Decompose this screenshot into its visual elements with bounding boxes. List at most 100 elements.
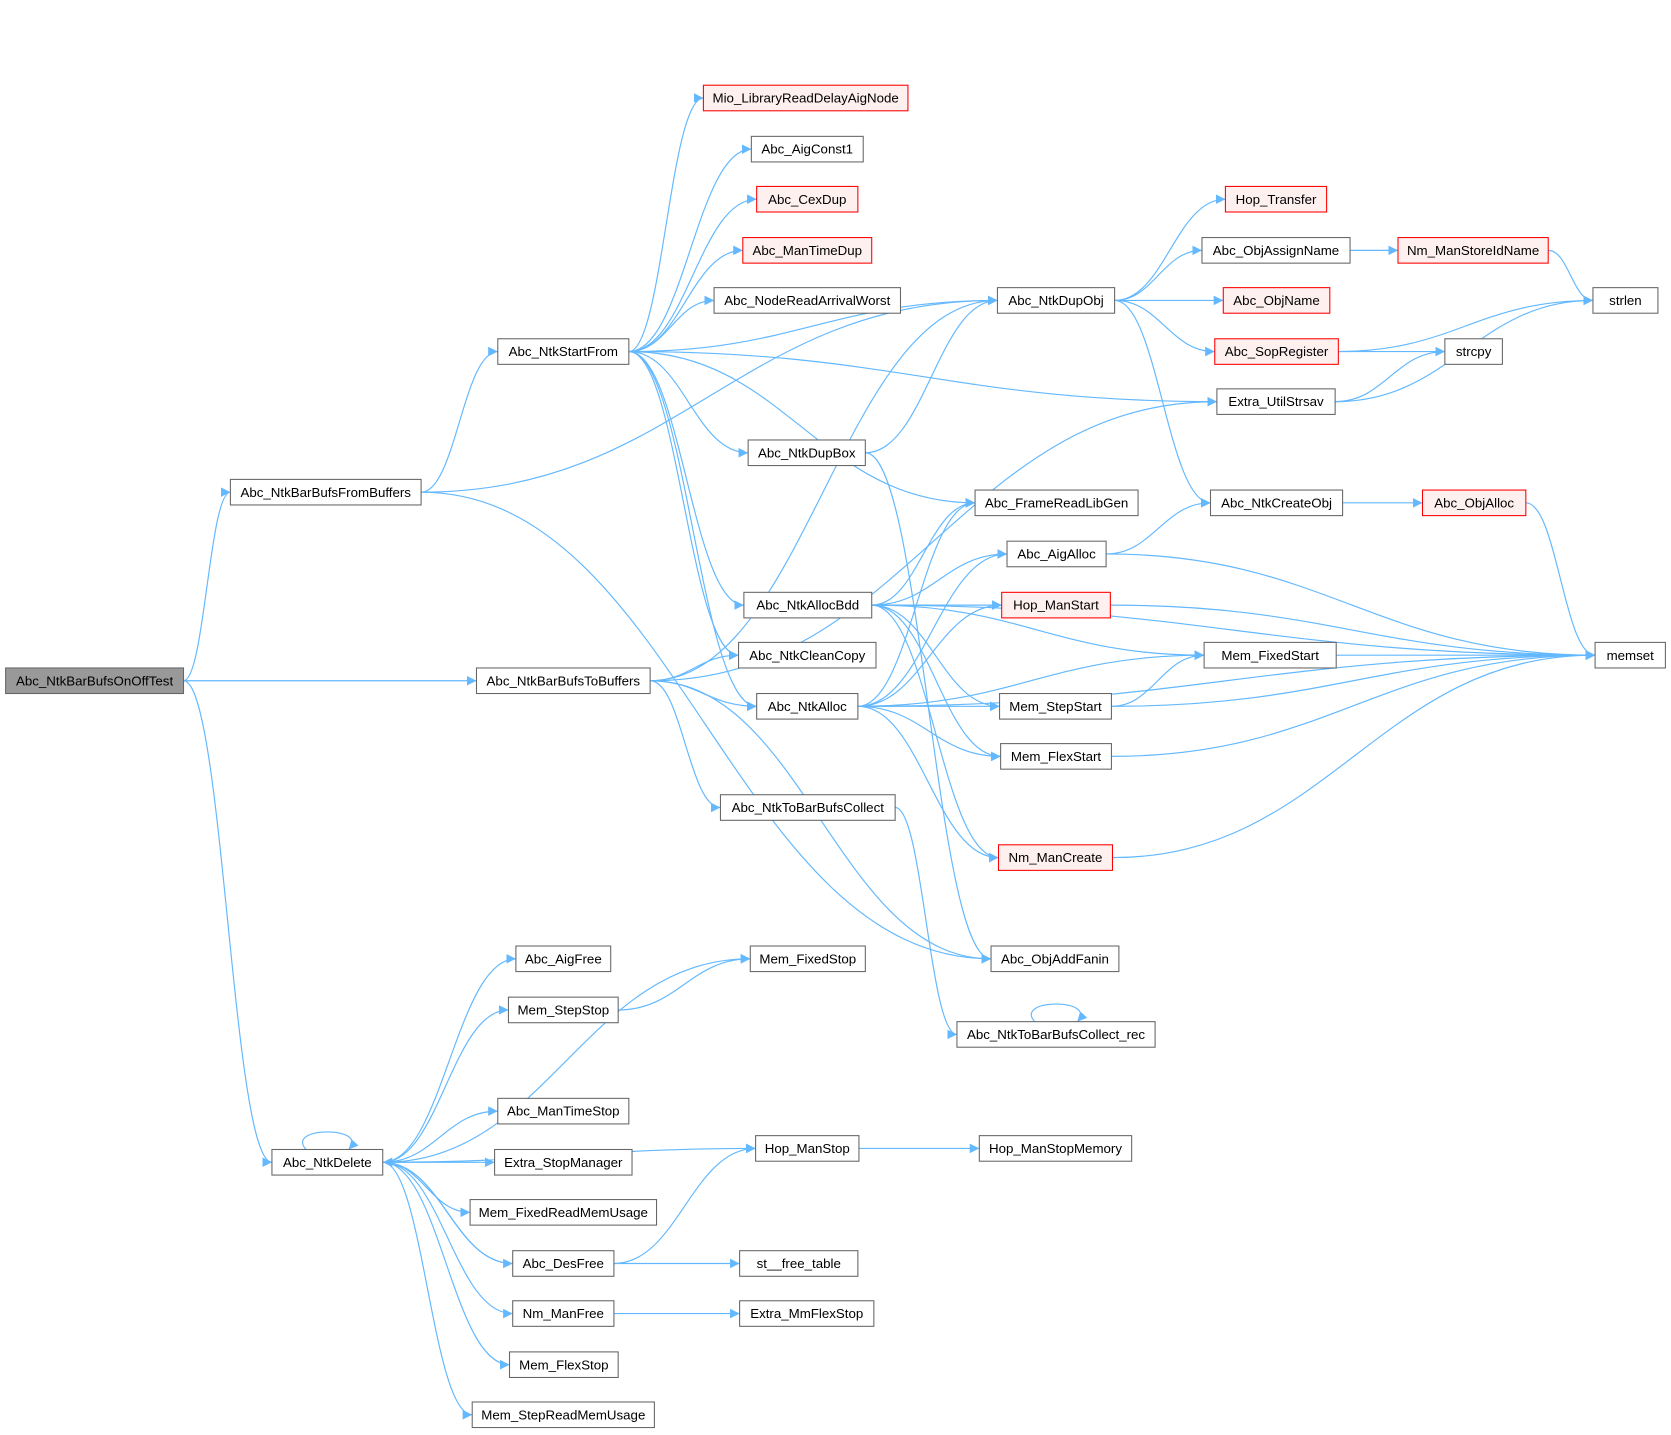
node-box[interactable] [742,237,873,264]
function-node[interactable]: Abc_AigAlloc [1006,540,1107,568]
node-box[interactable] [271,1148,384,1176]
node-box[interactable] [990,945,1120,973]
node-box[interactable] [508,1351,619,1379]
node-box[interactable] [978,1135,1133,1162]
node-box[interactable] [1000,743,1112,770]
node-box[interactable] [956,1021,1156,1048]
node-box[interactable] [713,287,902,314]
function-node[interactable]: Nm_ManCreate [997,844,1114,871]
function-node[interactable]: Mem_FixedReadMemUsage [469,1199,658,1226]
node-box[interactable] [1209,489,1344,517]
node-box[interactable] [497,1097,630,1125]
function-node[interactable]: Mem_StepStop [507,996,619,1024]
function-node[interactable]: Abc_NodeReadArrivalWorst [713,287,902,314]
function-node[interactable]: Abc_ObjAddFanin [990,945,1120,973]
function-node[interactable]: Abc_NtkToBarBufsCollect [719,794,896,821]
function-node[interactable]: strcpy [1444,338,1503,365]
function-node[interactable]: Abc_ObjName [1222,287,1331,314]
node-box[interactable] [1001,591,1111,619]
function-node[interactable]: Abc_NtkAlloc [756,692,859,720]
node-box[interactable] [1224,185,1328,213]
node-box[interactable] [1214,338,1339,365]
function-node[interactable]: Mem_StepReadMemUsage [471,1401,655,1429]
node-box[interactable] [469,1199,658,1226]
node-box[interactable] [999,692,1112,720]
function-node[interactable]: Abc_NtkDupObj [996,287,1116,314]
function-node[interactable]: Mem_StepStart [999,692,1112,720]
node-box[interactable] [1201,237,1351,264]
function-node[interactable]: Abc_NtkDelete [271,1148,384,1176]
function-node[interactable]: Abc_DesFree [512,1250,615,1277]
node-box[interactable] [5,667,185,695]
node-box[interactable] [1594,641,1666,669]
node-box[interactable] [749,945,866,973]
node-box[interactable] [974,489,1139,517]
node-box[interactable] [738,641,877,669]
function-node[interactable]: Abc_NtkDupBox [747,439,866,467]
node-box[interactable] [747,439,866,467]
node-box[interactable] [512,1250,615,1277]
function-node[interactable]: Hop_Transfer [1224,185,1328,213]
node-box[interactable] [996,287,1116,314]
function-node[interactable]: Mem_FixedStart [1203,641,1337,669]
function-node[interactable]: Mem_FlexStop [508,1351,619,1379]
node-box[interactable] [719,794,896,821]
function-node[interactable]: Abc_NtkStartFrom [497,338,630,365]
function-node[interactable]: Abc_FrameReadLibGen [974,489,1139,517]
function-node[interactable]: Hop_ManStop [755,1135,860,1162]
function-node[interactable]: strlen [1592,287,1659,314]
function-node[interactable]: Abc_SopRegister [1214,338,1339,365]
node-box[interactable] [1216,388,1336,415]
node-box[interactable] [1444,338,1503,365]
function-node[interactable]: Abc_ObjAssignName [1201,237,1351,264]
function-node[interactable]: Abc_AigConst1 [750,135,864,163]
function-node[interactable]: Abc_ManTimeDup [742,237,873,264]
function-node[interactable]: Nm_ManFree [512,1300,615,1327]
function-node[interactable]: Mem_FlexStart [1000,743,1112,770]
node-box[interactable] [750,135,864,163]
node-box[interactable] [755,1135,860,1162]
function-node[interactable]: Abc_NtkBarBufsFromBuffers [229,478,422,506]
node-box[interactable] [1592,287,1659,314]
node-box[interactable] [702,84,909,112]
function-node[interactable]: Abc_NtkCleanCopy [738,641,877,669]
node-box[interactable] [512,1300,615,1327]
function-node[interactable]: Extra_StopManager [494,1148,633,1176]
node-box[interactable] [471,1401,655,1429]
node-box[interactable] [507,996,619,1024]
node-box[interactable] [229,478,422,506]
node-box[interactable] [515,945,612,973]
root-function-node[interactable]: Abc_NtkBarBufsOnOffTest [5,667,185,695]
function-node[interactable]: Hop_ManStopMemory [978,1135,1133,1162]
function-node[interactable]: st__free_table [739,1250,859,1277]
node-box[interactable] [1203,641,1337,669]
node-box[interactable] [1006,540,1107,568]
function-node[interactable]: Abc_NtkCreateObj [1209,489,1344,517]
function-node[interactable]: Mio_LibraryReadDelayAigNode [702,84,909,112]
function-node[interactable]: Mem_FixedStop [749,945,866,973]
function-node[interactable]: Extra_UtilStrsav [1216,388,1336,415]
function-node[interactable]: Abc_AigFree [515,945,612,973]
function-node[interactable]: Extra_MmFlexStop [739,1300,875,1327]
function-node[interactable]: memset [1594,641,1666,669]
node-box[interactable] [497,338,630,365]
function-node[interactable]: Abc_CexDup [756,185,859,213]
node-box[interactable] [756,185,859,213]
node-box[interactable] [743,591,873,619]
node-box[interactable] [997,844,1114,871]
node-box[interactable] [494,1148,633,1176]
node-box[interactable] [739,1250,859,1277]
node-box[interactable] [1222,287,1331,314]
node-box[interactable] [1421,489,1527,517]
function-node[interactable]: Abc_NtkToBarBufsCollect_rec [956,1021,1156,1048]
function-node[interactable]: Nm_ManStoreIdName [1397,237,1549,264]
function-node[interactable]: Hop_ManStart [1001,591,1111,619]
function-node[interactable]: Abc_NtkAllocBdd [743,591,873,619]
node-box[interactable] [1397,237,1549,264]
node-box[interactable] [756,692,859,720]
function-node[interactable]: Abc_NtkBarBufsToBuffers [475,667,651,695]
function-node[interactable]: Abc_ObjAlloc [1421,489,1527,517]
function-node[interactable]: Abc_ManTimeStop [497,1097,630,1125]
node-box[interactable] [475,667,651,695]
node-box[interactable] [739,1300,875,1327]
